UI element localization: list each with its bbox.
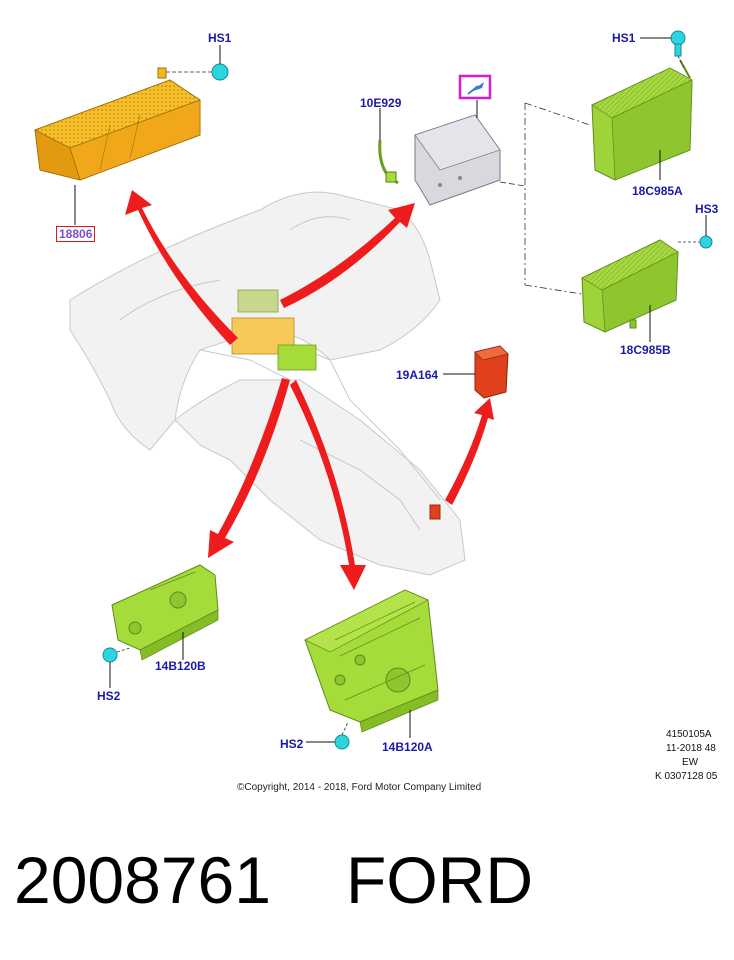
label-18c985a: 18C985A [632, 184, 683, 198]
label-14b120b: 14B120B [155, 659, 206, 673]
fastener-hs2-left [102, 647, 131, 688]
copyright-notice: ©Copyright, 2014 - 2018, Ford Motor Comp… [237, 782, 482, 793]
arrow-to-19a164 [445, 398, 494, 505]
meta-line-4: K 0307128 05 [655, 771, 718, 782]
arrow-to-14b120a [290, 380, 366, 590]
label-10e929: 10E929 [360, 96, 402, 110]
console-radio-location [231, 289, 317, 371]
arrow-to-10e929 [280, 203, 415, 308]
arrow-to-14b120b [208, 378, 290, 558]
label-18c985b: 18C985B [620, 343, 671, 357]
fastener-hs1-right [640, 30, 686, 69]
control-panel-14b120a [304, 589, 439, 738]
label-18806: 18806 [56, 226, 96, 242]
amplifier-18c985b [581, 239, 679, 342]
amplifier-18c985a [591, 59, 693, 181]
meta-line-1: 4150105A [666, 729, 712, 740]
control-panel-14b120b [111, 564, 219, 661]
instrument-panel-console [69, 191, 466, 576]
label-hs2-left: HS2 [97, 689, 121, 703]
meta-line-2: 11-2018 48 [666, 743, 716, 754]
label-hs1-top: HS1 [208, 31, 232, 45]
brand-name: FORD [346, 843, 533, 917]
direction-arrows [125, 190, 494, 590]
meta-line-3: EW [682, 757, 699, 768]
relay-19a164 [443, 345, 509, 399]
label-19a164: 19A164 [396, 368, 439, 382]
label-14b120a: 14B120A [382, 740, 433, 754]
label-hs1-right: HS1 [612, 31, 636, 45]
label-hs2-bottom: HS2 [280, 737, 304, 751]
arrow-to-18806 [125, 190, 238, 345]
label-hs3: HS3 [695, 202, 719, 216]
fastener-hs1-top [166, 45, 229, 81]
fastener-hs3 [678, 215, 713, 249]
fastener-hs2-bottom [306, 721, 350, 750]
module-10e929 [378, 100, 526, 206]
amplifier-bracket-lines [524, 102, 591, 296]
part-number: 2008761 [14, 843, 271, 917]
marker-icon [458, 74, 492, 100]
radio-unit-18806 [34, 67, 201, 225]
